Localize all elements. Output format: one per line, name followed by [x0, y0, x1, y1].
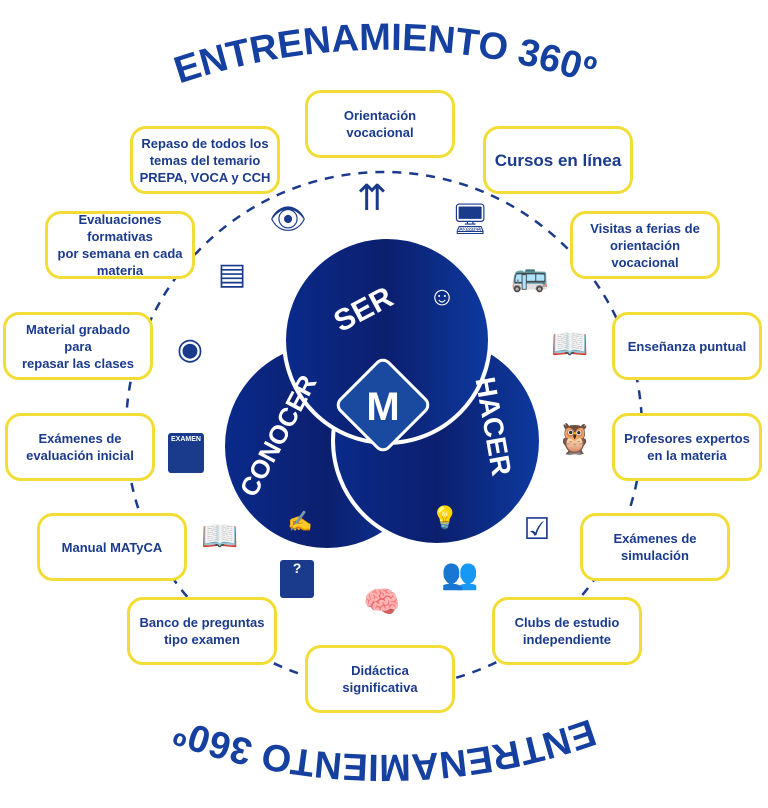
split-arrows-icon: ⇈: [356, 177, 388, 218]
venn: SER CONOCER HACER M ☺ ✍ 💡: [221, 235, 543, 552]
bus-icon: 🚌: [511, 260, 549, 293]
lightbulb-icon: 💡: [431, 505, 458, 530]
item-evaluaciones-formativas: Evaluaciones formativas por semana en ca…: [45, 211, 195, 279]
item-cursos-en-linea: Cursos en línea: [483, 126, 633, 194]
item-manual-matyca: Manual MATyCA: [37, 513, 187, 581]
item-banco-preguntas: Banco de preguntas tipo examen: [127, 597, 277, 665]
item-didactica-significativa: Didáctica significativa: [305, 645, 455, 713]
reading-book-icon: 📖: [551, 328, 589, 361]
open-book-icon: 📖: [201, 520, 239, 553]
webcam-icon: ◉: [176, 333, 204, 366]
question-card-icon: ?: [280, 560, 314, 598]
online-course-monitor-icon: 🖥: [450, 203, 490, 236]
item-examenes-evaluacion-inicial: Exámenes de evaluación inicial: [5, 413, 155, 481]
title-bottom: ENTRENAMIENTO 360º: [169, 710, 601, 788]
item-visitas-ferias: Visitas a ferias de orientación vocacion…: [570, 211, 720, 279]
item-ensenanza-puntual: Enseñanza puntual: [612, 312, 762, 380]
exam-sheet-icon: EXAMEN: [168, 433, 204, 473]
head-puzzle-icon: ☺: [429, 281, 456, 311]
owl-book-icon: 🦉: [556, 423, 594, 456]
study-group-icon: 👥: [441, 558, 479, 591]
item-clubs-estudio: Clubs de estudio independiente: [492, 597, 642, 665]
item-repaso-temario: Repaso de todos los temas del temario PR…: [130, 126, 280, 194]
checklist-icon: ☑: [523, 513, 551, 546]
logo: M: [336, 358, 430, 452]
item-material-grabado: Material grabado para repasar las clases: [3, 312, 153, 380]
evaluation-sheet-icon: ▤: [217, 258, 247, 291]
title-top: ENTRENAMIENTO 360º: [169, 17, 601, 93]
item-orientacion-vocacional: Orientación vocacional: [305, 90, 455, 158]
svg-text:M: M: [366, 385, 399, 429]
item-examenes-simulacion: Exámenes de simulación: [580, 513, 730, 581]
brain-icon: 🧠: [363, 586, 401, 619]
hand-book-icon: ✍: [288, 510, 313, 533]
item-profesores-expertos: Profesores expertos en la materia: [612, 413, 762, 481]
eye-cycle-icon: 👁: [268, 203, 308, 236]
